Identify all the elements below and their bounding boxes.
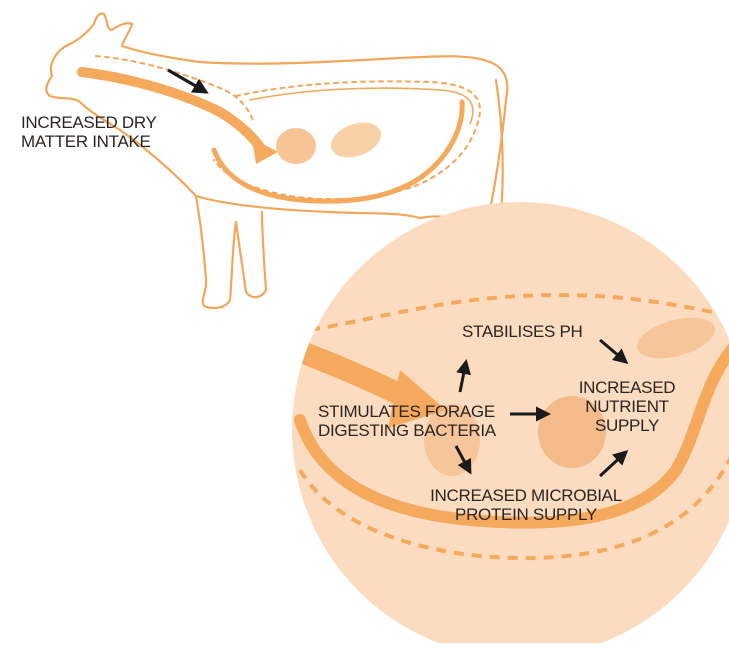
microbial-line2: PROTEIN SUPPLY xyxy=(418,505,634,524)
label-microbial-protein: INCREASED MICROBIAL PROTEIN SUPPLY xyxy=(418,486,634,524)
dry-matter-line2: MATTER INTAKE xyxy=(21,132,157,151)
label-stabilises-ph: STABILISES PH xyxy=(462,322,583,341)
label-dry-matter-intake: INCREASED DRY MATTER INTAKE xyxy=(21,113,157,151)
stabilises-ph-text: STABILISES PH xyxy=(462,322,583,341)
tract-arrowhead xyxy=(252,138,278,164)
dry-matter-line1: INCREASED DRY xyxy=(21,113,157,132)
cow-bacteria-cluster-2 xyxy=(326,116,386,164)
stimulates-line1: STIMULATES FORAGE xyxy=(318,402,496,421)
microbial-line1: INCREASED MICROBIAL xyxy=(418,486,634,505)
nutrient-line2: NUTRIENT xyxy=(572,397,682,416)
cow-front-leg-outline xyxy=(196,196,236,308)
nutrient-line1: INCREASED xyxy=(572,378,682,397)
nutrient-line3: SUPPLY xyxy=(572,416,682,435)
cow-front-leg2-outline xyxy=(236,212,266,297)
cow-inner-outline xyxy=(250,88,473,124)
label-stimulates: STIMULATES FORAGE DIGESTING BACTERIA xyxy=(318,402,496,440)
stimulates-line2: DIGESTING BACTERIA xyxy=(318,421,496,440)
cow-bacteria-cluster-1 xyxy=(276,128,316,164)
label-nutrient-supply: INCREASED NUTRIENT SUPPLY xyxy=(572,378,682,435)
cow-head-outline xyxy=(51,13,200,76)
